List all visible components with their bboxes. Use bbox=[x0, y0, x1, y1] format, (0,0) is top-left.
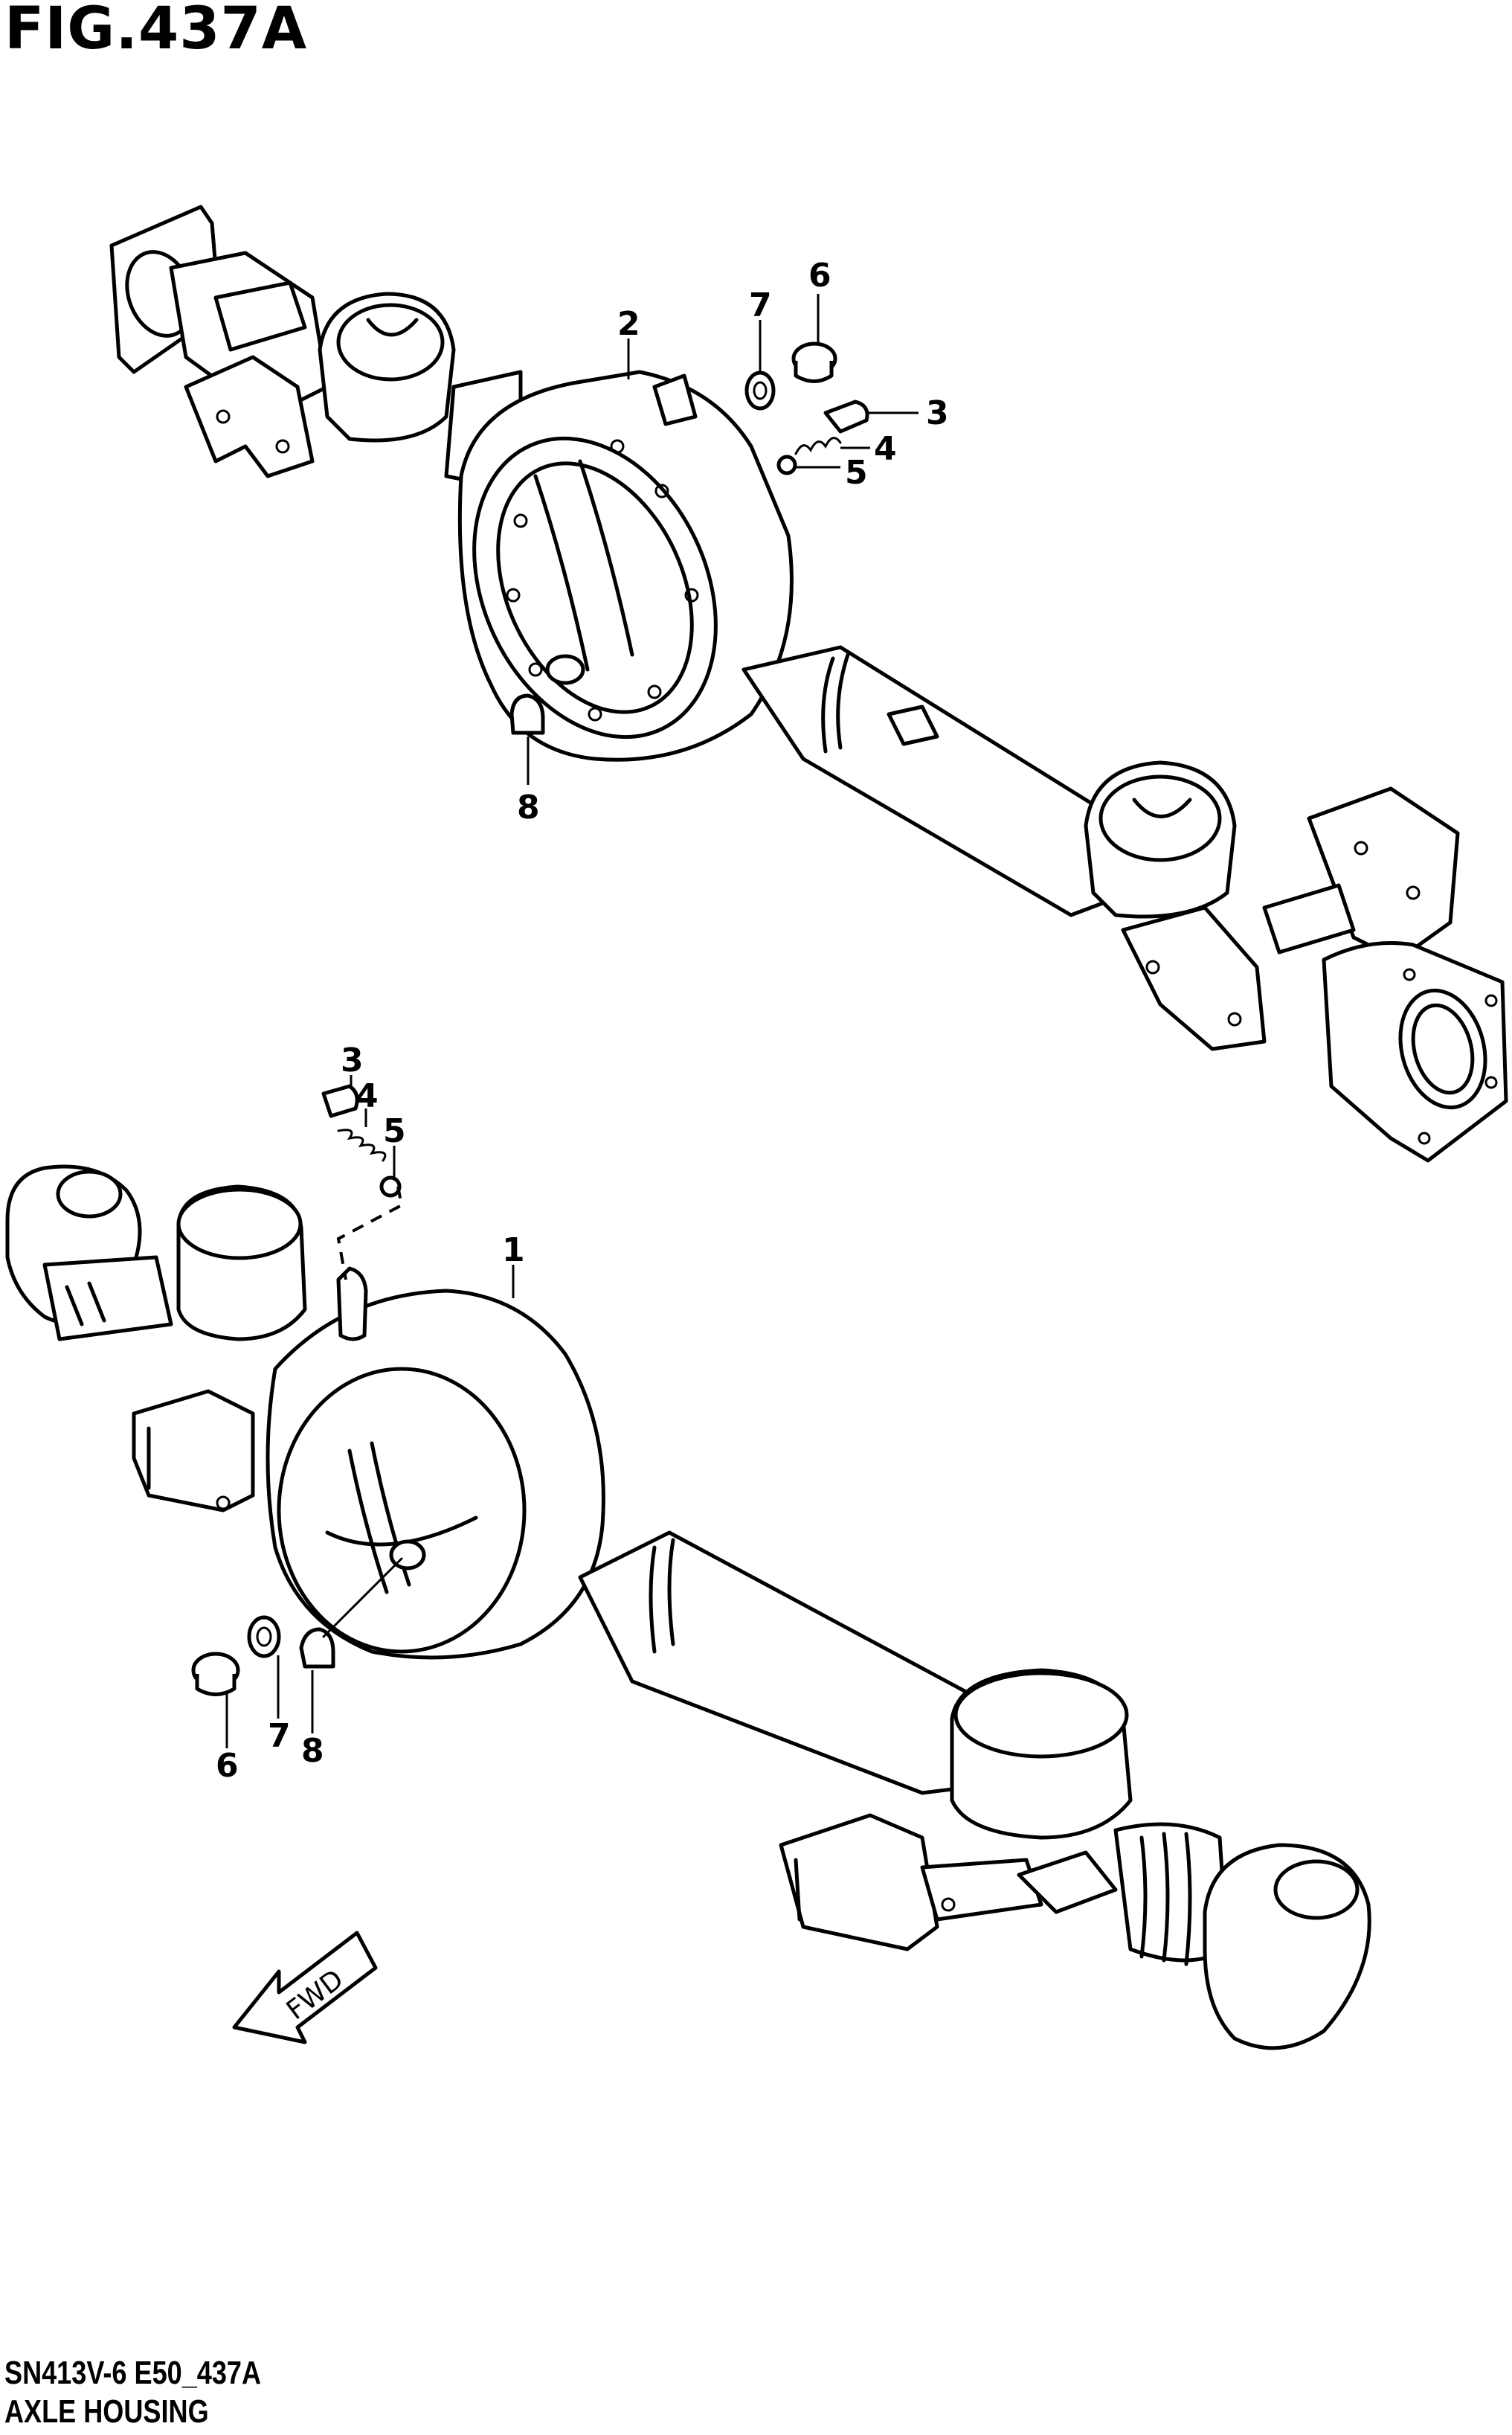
figure-name: AXLE HOUSING bbox=[4, 2393, 209, 2430]
callout-4-top: 4 bbox=[874, 430, 897, 468]
callout-5-bottom: 5 bbox=[383, 1112, 406, 1150]
bottom-leader-lines bbox=[225, 1075, 515, 1748]
bottom-callouts: 1 3 4 5 6 7 8 bbox=[216, 1042, 525, 1785]
rear-axle-housing bbox=[109, 205, 1508, 1163]
top-leader-lines bbox=[527, 294, 919, 785]
figure-model-code: SN413V-6 E50_437A bbox=[4, 2355, 262, 2391]
callout-2: 2 bbox=[617, 305, 640, 343]
top-fittings bbox=[509, 341, 869, 735]
callout-4-bottom: 4 bbox=[356, 1077, 379, 1115]
front-axle-housing bbox=[5, 1164, 1371, 2050]
callout-3-top: 3 bbox=[926, 394, 949, 432]
callout-6-top: 6 bbox=[808, 257, 831, 295]
callout-1: 1 bbox=[502, 1231, 525, 1269]
callout-7-top: 7 bbox=[749, 286, 772, 324]
top-callouts: 2 6 7 3 4 5 8 bbox=[517, 257, 949, 827]
callout-6-bottom: 6 bbox=[216, 1747, 239, 1785]
callout-3-bottom: 3 bbox=[341, 1042, 364, 1079]
callout-8-top: 8 bbox=[517, 789, 540, 827]
callout-5-top: 5 bbox=[845, 454, 868, 492]
figure-title: FIG.437A bbox=[4, 0, 308, 62]
callout-7-bottom: 7 bbox=[268, 1717, 291, 1755]
fwd-direction-arrow: FWD bbox=[232, 1931, 378, 2044]
callout-8-bottom: 8 bbox=[301, 1732, 324, 1770]
